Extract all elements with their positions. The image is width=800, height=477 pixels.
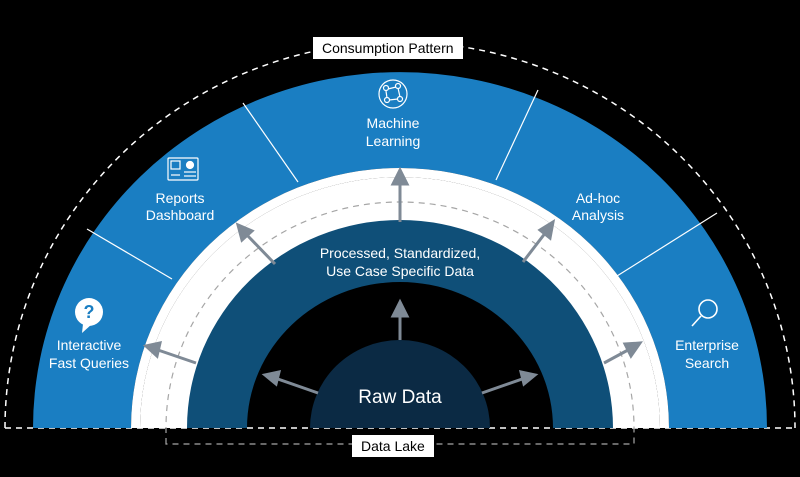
- segment-label-3a: Machine: [367, 115, 420, 131]
- segment-label-5a: Enterprise: [675, 337, 739, 353]
- data-lake-title: Data Lake: [352, 435, 434, 457]
- consumption-dashed-arc: [4, 41, 796, 429]
- segment-label-1b: Fast Queries: [49, 355, 129, 371]
- white-ring-fill: [140, 177, 660, 428]
- segment-label-1a: Interactive: [57, 337, 122, 353]
- processed-band: [187, 220, 613, 428]
- segment-label-3b: Learning: [366, 133, 421, 149]
- raw-data-core: [310, 340, 490, 428]
- segment-label-4b: Analysis: [572, 207, 624, 223]
- brain-icon: [378, 79, 408, 109]
- dashboard-icon: [167, 157, 199, 181]
- raw-data-label: Raw Data: [358, 387, 442, 408]
- flow-arrows: [142, 166, 644, 395]
- processed-label-line2: Use Case Specific Data: [326, 263, 474, 279]
- search-icon: [691, 299, 718, 327]
- processed-label-line1: Processed, Standardized,: [320, 245, 480, 261]
- segment-label-4a: Ad-hoc: [576, 190, 620, 206]
- segment-label-2b: Dashboard: [146, 207, 215, 223]
- segment-label-2a: Reports: [155, 190, 204, 206]
- question-icon: ?: [75, 298, 103, 333]
- segment-dividers: [86, 89, 718, 280]
- svg-text:?: ?: [84, 302, 95, 322]
- segment-label-5b: Search: [685, 355, 729, 371]
- consumption-band: [33, 72, 767, 428]
- consumption-pattern-title: Consumption Pattern: [313, 37, 463, 59]
